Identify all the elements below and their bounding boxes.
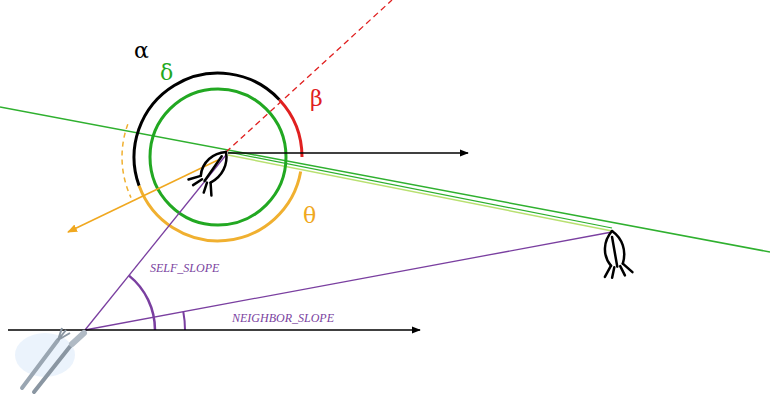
fish-neighbor <box>597 229 633 279</box>
angle-label: θ <box>303 205 316 227</box>
heading-line <box>0 107 770 252</box>
angle-label: δ <box>160 62 173 84</box>
self-line <box>85 155 226 330</box>
neighbor-line <box>85 232 612 330</box>
slope-label: NEIGHBOR_SLOPE <box>232 312 334 324</box>
fish-self <box>187 143 236 197</box>
escape-arrow <box>68 160 218 232</box>
angle-label: α <box>134 40 149 62</box>
direction-line <box>226 0 392 152</box>
reference-arrow <box>228 152 468 153</box>
beta-arc <box>279 100 302 157</box>
alpha-arc <box>134 73 279 186</box>
delta-circle <box>150 89 286 225</box>
slope-label: SELF_SLOPE <box>150 262 219 274</box>
theta-dashed-arc <box>122 124 131 197</box>
angle-label: β <box>310 88 323 110</box>
neighbor-slope-arc <box>183 312 185 330</box>
self-slope-arc <box>129 276 155 330</box>
theta-arc <box>139 172 301 241</box>
axis-arrow <box>8 329 420 330</box>
food-icon <box>15 328 84 392</box>
